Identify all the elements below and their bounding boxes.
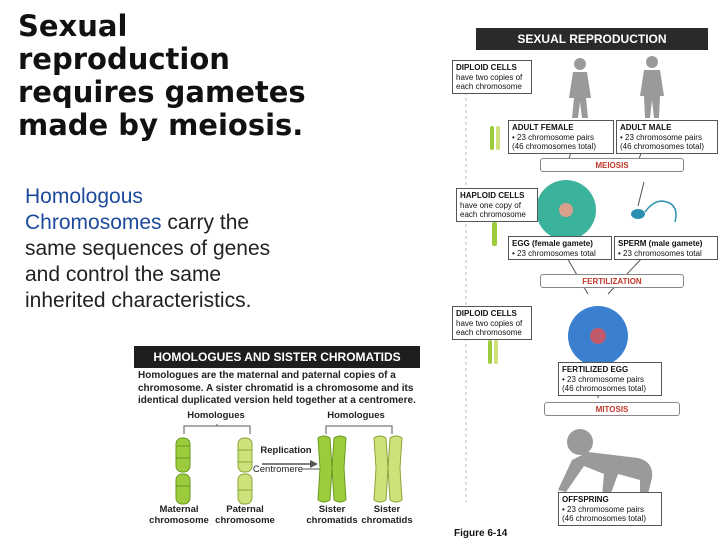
slide-title: Sexual reproduction requires gametes mad… — [18, 10, 318, 142]
figure-heading: SEXUAL REPRODUCTION — [476, 28, 708, 50]
box-title: SPERM (male gamete) — [618, 239, 703, 248]
title-line: reproduction — [18, 42, 230, 76]
box-text: (46 chromosomes total) — [562, 514, 647, 523]
body-line: inherited characteristics. — [25, 289, 252, 312]
haploid-cells-box: HAPLOID CELLS have one copy of each chro… — [456, 188, 538, 222]
body-text: Homologous Chromosomes carry the same se… — [25, 184, 325, 314]
mitosis-label: MITOSIS — [544, 402, 680, 416]
reproduction-diagram — [465, 56, 677, 502]
box-text: (46 chromosomes total) — [512, 142, 597, 151]
egg-box: EGG (female gamete) • 23 chromosomes tot… — [508, 236, 612, 260]
chromosome-icon — [492, 222, 497, 246]
body-text-fragment: carry the — [161, 211, 250, 234]
box-title: OFFSPRING — [562, 495, 609, 504]
box-text: have two copies of each chromosome — [456, 318, 523, 338]
sister-chromatids-maternal — [317, 435, 347, 503]
body-highlight: Chromosomes — [25, 211, 162, 234]
fertilized-egg-box: FERTILIZED EGG • 23 chromosome pairs (46… — [558, 362, 662, 396]
figure-caption: Homologues are the maternal and paternal… — [138, 370, 416, 406]
offspring-silhouette — [558, 429, 653, 496]
box-text: • 23 chromosome pairs — [512, 132, 594, 142]
replication-label: Replication — [260, 445, 312, 456]
fertilization-label: FERTILIZATION — [540, 274, 684, 288]
sperm-cell — [631, 200, 677, 223]
bracket-line — [325, 425, 393, 434]
title-line: made by meiosis. — [18, 108, 304, 142]
box-title: FERTILIZED EGG — [562, 365, 629, 374]
chromosome-pair-icon — [490, 126, 500, 150]
chromosome-diagram — [175, 424, 403, 505]
maternal-label: Maternal chromosome — [149, 504, 209, 526]
paternal-label: Paternal chromosome — [215, 504, 275, 526]
box-text: • 23 chromosome pairs — [562, 374, 644, 384]
title-line: requires gametes — [18, 75, 306, 109]
box-text: • 23 chromosome pairs — [620, 132, 702, 142]
box-title: EGG (female gamete) — [512, 239, 593, 248]
fertilized-egg-cell — [568, 306, 628, 366]
homologues-label: Homologues — [187, 410, 245, 421]
box-text: have one copy of each chromosome — [460, 200, 526, 220]
box-text: • 23 chromosome pairs — [562, 504, 644, 514]
adult-female-box: ADULT FEMALE • 23 chromosome pairs (46 c… — [508, 120, 614, 154]
homologues-label: Homologues — [327, 410, 385, 421]
adult-male-box: ADULT MALE • 23 chromosome pairs (46 chr… — [616, 120, 718, 154]
box-title: ADULT FEMALE — [512, 123, 574, 132]
box-text: (46 chromosomes total) — [620, 142, 705, 151]
paternal-chromosome — [237, 437, 253, 505]
box-title: DIPLOID CELLS — [456, 63, 517, 72]
sister-chromatids-paternal — [373, 435, 403, 503]
box-title: HAPLOID CELLS — [460, 191, 525, 200]
offspring-box: OFFSPRING • 23 chromosome pairs (46 chro… — [558, 492, 662, 526]
body-line: same sequences of genes — [25, 237, 271, 260]
sperm-box: SPERM (male gamete) • 23 chromosomes tot… — [614, 236, 718, 260]
diploid-cells-box: DIPLOID CELLS have two copies of each ch… — [452, 60, 532, 94]
homologues-figure: HOMOLOGUES AND SISTER CHROMATIDS Homolog… — [134, 346, 420, 540]
figure-heading: HOMOLOGUES AND SISTER CHROMATIDS — [134, 346, 420, 368]
body-highlight: Homologous — [25, 185, 143, 208]
bracket-line — [183, 425, 251, 434]
sister-chromatids-label: Sister chromatids — [361, 504, 413, 526]
box-text: • 23 chromosomes total — [512, 248, 596, 258]
centromere-label: Centromere — [252, 464, 304, 475]
meiosis-label: MEIOSIS — [540, 158, 684, 172]
chromosome-pair-icon — [488, 340, 498, 364]
box-title: DIPLOID CELLS — [456, 309, 517, 318]
adult-male-silhouette — [640, 56, 664, 118]
egg-cell — [536, 180, 596, 240]
diploid-cells-box: DIPLOID CELLS have two copies of each ch… — [452, 306, 532, 340]
sister-chromatids-label: Sister chromatids — [306, 504, 358, 526]
body-line: and control the same — [25, 263, 222, 286]
box-text: have two copies of each chromosome — [456, 72, 523, 92]
figure-label: Figure 6-14 — [454, 528, 508, 539]
box-text: • 23 chromosomes total — [618, 248, 702, 258]
box-text: (46 chromosomes total) — [562, 384, 647, 393]
box-title: ADULT MALE — [620, 123, 672, 132]
adult-female-silhouette — [569, 58, 591, 118]
sexual-reproduction-figure: SEXUAL REPRODUCTION — [448, 22, 720, 540]
maternal-chromosome — [175, 437, 191, 505]
title-line: Sexual — [18, 9, 128, 43]
